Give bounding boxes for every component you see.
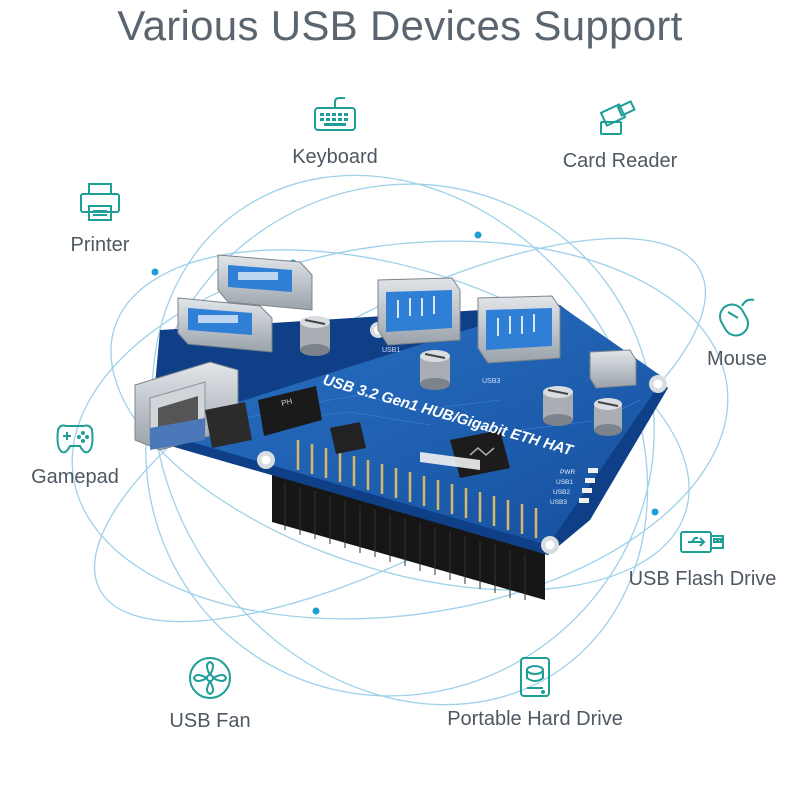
device-printer: Printer	[50, 180, 150, 257]
device-card-reader: Card Reader	[550, 96, 690, 173]
phy-chip	[330, 422, 366, 454]
device-keyboard: Keyboard	[280, 92, 390, 169]
card-reader-label: Card Reader	[562, 150, 678, 172]
usb-flash-drive-label: USB Flash Drive	[628, 568, 777, 590]
side-usb-port-lower	[177, 297, 273, 353]
printer-icon	[80, 183, 120, 221]
device-usb-fan: USB Fan	[160, 654, 260, 733]
capacitors	[300, 316, 622, 436]
page-title: Various USB Devices Support	[117, 2, 683, 49]
led-label-usb3: USB3	[550, 499, 567, 506]
side-usb-port-upper	[217, 254, 313, 311]
port-label-usb1: USB1	[382, 347, 400, 354]
chip-mark: PH	[280, 396, 293, 407]
led-label-usb1: USB1	[556, 479, 573, 486]
fan-icon	[189, 657, 231, 699]
printer-label: Printer	[70, 234, 130, 256]
silkscreen-header-strip	[420, 452, 480, 470]
led-label-pwr: PWR	[560, 469, 575, 476]
led-label-usb2: USB2	[553, 489, 570, 496]
status-leds	[579, 468, 598, 503]
gpio-pins	[296, 440, 538, 538]
mouse-icon	[719, 298, 755, 337]
usb-port-1	[377, 277, 461, 346]
keyboard-label: Keyboard	[292, 146, 378, 168]
keyboard-icon	[314, 97, 356, 131]
hard-drive-icon	[520, 657, 550, 697]
portable-hard-drive-label: Portable Hard Drive	[447, 708, 623, 730]
gamepad-icon	[56, 424, 94, 454]
device-gamepad: Gamepad	[20, 418, 130, 489]
mouse-label: Mouse	[706, 348, 768, 370]
gamepad-label: Gamepad	[31, 466, 119, 488]
card-reader-icon	[599, 100, 636, 135]
device-mouse: Mouse	[692, 294, 782, 371]
usb-c-connector	[589, 349, 637, 389]
usb-fan-label: USB Fan	[169, 710, 251, 732]
side-connector	[150, 402, 252, 450]
usb-flash-drive-icon	[679, 531, 724, 553]
usb-port-3	[477, 295, 561, 364]
device-portable-hard-drive: Portable Hard Drive	[430, 654, 640, 731]
magnetics-chip: PH	[258, 386, 322, 436]
device-usb-flash-drive: USB Flash Drive	[620, 524, 785, 591]
port-label-usb3: USB3	[482, 378, 500, 385]
